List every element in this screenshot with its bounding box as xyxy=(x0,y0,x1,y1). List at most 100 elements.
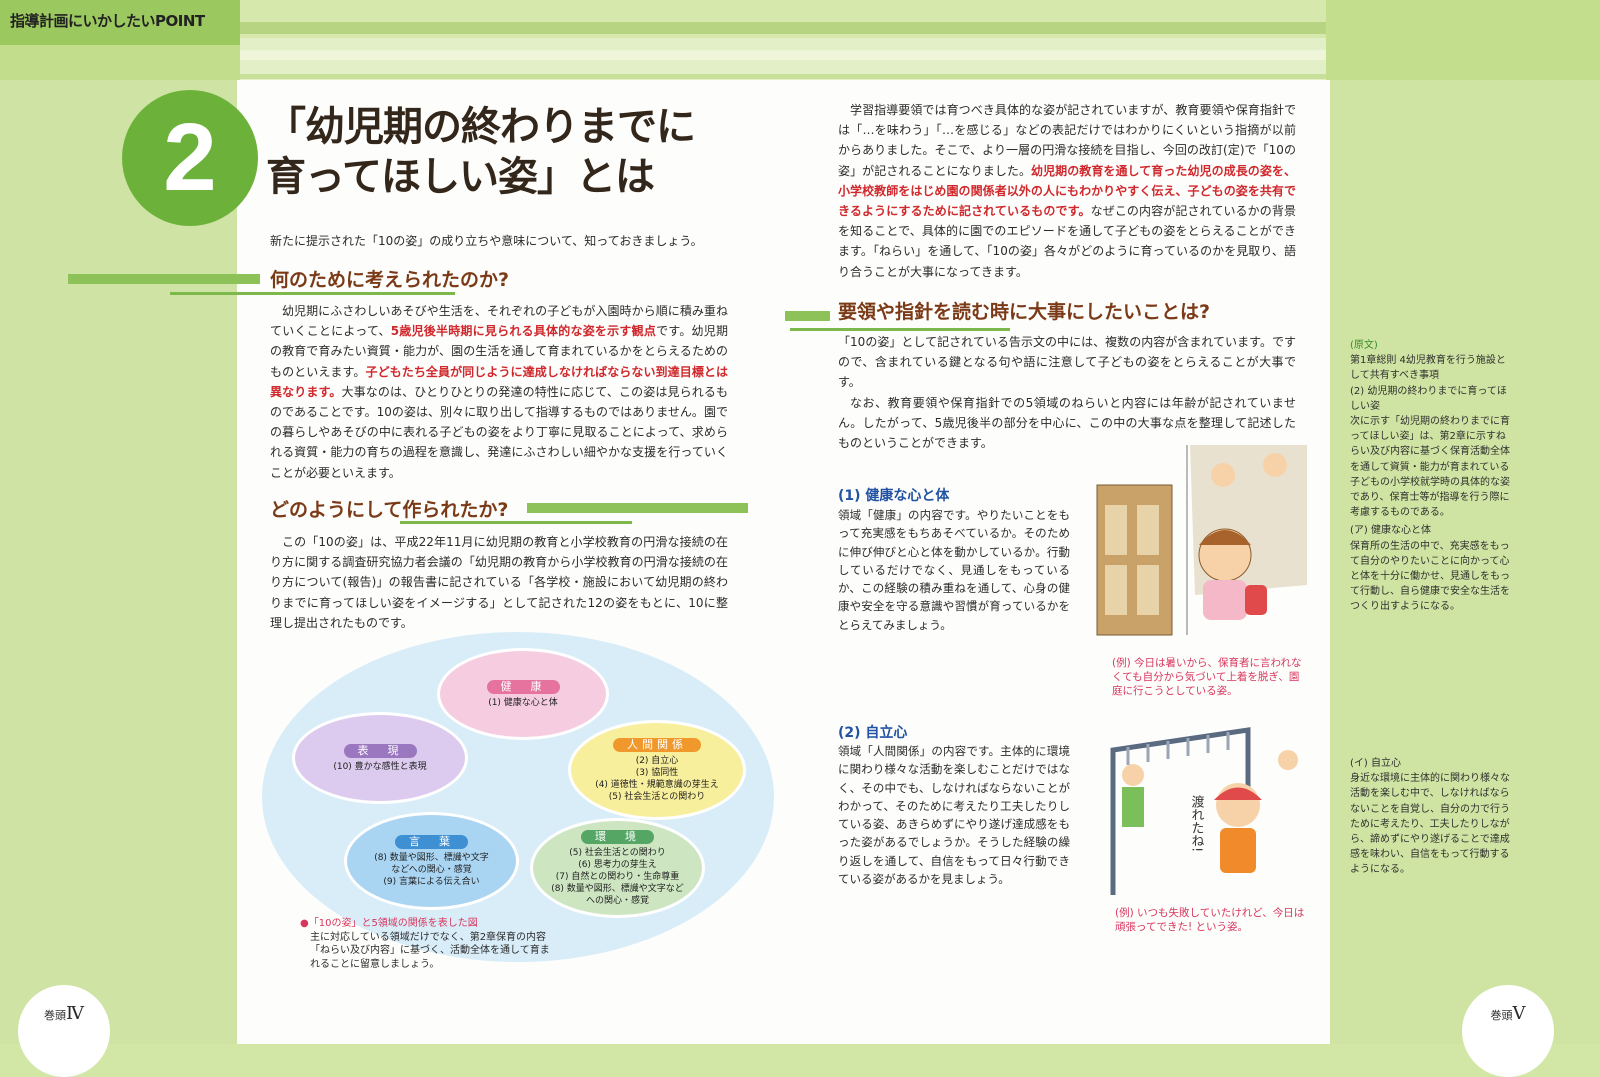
jacket xyxy=(1245,585,1267,615)
header-tab xyxy=(0,0,240,45)
page-prefix: 巻頭 xyxy=(44,1009,66,1022)
child-shirt xyxy=(1220,828,1256,873)
sidebar-b-body: 身近な環境に主体的に関わり様々な活動を楽しむ中で、しなければならないことを自覚し… xyxy=(1350,773,1510,876)
section-heading-reading: 要領や指針を読む時に大事にしたいことは? xyxy=(838,301,1211,323)
item2-heading: (2) 自立心 xyxy=(838,725,908,741)
child-figure xyxy=(1278,750,1298,770)
domain-ellipse: 表 現 (10) 豊かな感性と表現 xyxy=(292,712,468,804)
diagram-caption-body: 主に対応している領域だけでなく、第2章保育の内容「ねらい及び内容」に基づく、活動… xyxy=(310,931,550,970)
domain-item: (4) 道徳性・規範意識の芽生え xyxy=(595,779,719,790)
heading-underline xyxy=(400,521,632,524)
sidebar-block2: (2) 幼児期の終わりまでに育ってほしい姿 xyxy=(1350,385,1507,412)
child-figure xyxy=(1211,463,1235,487)
domain-label: 健 康 xyxy=(486,679,560,694)
reading-p2: なお、教育要領や保育指針での5領域のねらいと内容には年齢が記されていません。した… xyxy=(838,395,1296,451)
domain-label: 表 現 xyxy=(343,743,417,758)
child-figure xyxy=(1122,764,1144,786)
item1-heading: (1) 健康な心と体 xyxy=(838,488,950,504)
domain-item: (5) 社会生活との関わり xyxy=(608,791,706,802)
title-line-2: 育ってほしい姿」とは xyxy=(266,154,655,200)
intro-text: 新たに提示された「10の姿」の成り立ちや意味について、知っておきましょう。 xyxy=(270,234,703,248)
cubby xyxy=(1105,565,1127,615)
domain-item: (9) 言葉による伝え合い xyxy=(383,876,480,887)
domain-item: (6) 思考力の芽生え xyxy=(578,859,657,870)
emphasis-text: 幼児期の教育を通して育った幼児の成長の姿を、小学校教師をはじめ園の関係者以外の人… xyxy=(838,163,1296,219)
item1-example-caption: (例) 今日は暑いから、保育者に言われなくても自分から気づいて上着を脱ぎ、園庭に… xyxy=(1112,657,1302,697)
body-text: 幼児期にふさわしいあそびや生活を、それぞれの子どもが入園時から順に積み重ねていく… xyxy=(270,304,728,339)
reading-p1: 「10の姿」として記されている告示文の中には、複数の内容が含まれています。ですの… xyxy=(838,335,1296,390)
heading-bar xyxy=(785,311,830,321)
sidebar-b-title: (イ) 自立心 xyxy=(1350,758,1401,769)
sidebar-original-text: (原文) 第1章総則 4幼児教育を行う施設として共有すべき事項 (2) 幼児期の… xyxy=(1350,338,1510,615)
section-heading-origin: どのようにして作られたか? xyxy=(270,499,509,521)
page-title: 「幼児期の終わりまでに 育ってほしい姿」とは xyxy=(266,102,696,202)
item2-body: 領域「人間関係」の内容です。主体的に環境に関わり様々な活動を楽しむことだけではな… xyxy=(838,744,1070,887)
domain-item: (3) 協同性 xyxy=(635,767,679,778)
diagram-caption: ●「10の姿」と5領域の関係を表した図 主に対応している領域だけでなく、第2章保… xyxy=(300,917,555,971)
section-purpose-body: 幼児期にふさわしいあそびや生活を、それぞれの子どもが入園時から順に積み重ねていく… xyxy=(270,301,728,483)
heading-bar xyxy=(527,503,748,513)
child-shirt xyxy=(1122,787,1144,827)
domain-item: (7) 自然との関わり・生命尊重 xyxy=(555,871,680,882)
right-sidebar-bg xyxy=(1330,0,1600,1044)
domain-item: (8) 数量や図形、標識や文字など xyxy=(551,883,684,894)
child-shirt xyxy=(1203,580,1247,620)
monkey-bars-rungs xyxy=(1126,732,1230,765)
title-line-1: 「幼児期の終わりまでに xyxy=(266,104,696,150)
child-figure xyxy=(1263,453,1287,477)
header-right-block xyxy=(1326,0,1600,80)
sidebar-block3: 次に示す「幼児期の終わりまでに育ってほしい姿」は、第2章に示すねらい及び内容に基… xyxy=(1350,416,1510,519)
domain-label: 言 葉 xyxy=(395,834,468,849)
emphasis-text: 5歳児後半時期に見られる具体的な姿を示す観点 xyxy=(390,324,657,339)
sidebar-label: (原文) xyxy=(1350,340,1378,351)
cubby xyxy=(1137,505,1159,555)
header-tab-lower xyxy=(0,45,240,80)
domain-ellipse: 環 境 (5) 社会生活との関わり(6) 思考力の芽生え(7) 自然との関わり・生… xyxy=(530,818,705,918)
sidebar-original-text-2: (イ) 自立心 身近な環境に主体的に関わり様々な活動を楽しむ中で、しなければなら… xyxy=(1350,756,1510,878)
sidebar-block1: 第1章総則 4幼児教育を行う施設として共有すべき事項 xyxy=(1350,355,1506,382)
cubby xyxy=(1105,505,1127,555)
section-origin-body: この「10の姿」は、平成22年11月に幼児期の教育と小学校教育の円滑な接続の在り… xyxy=(270,532,728,633)
heading-bar xyxy=(68,274,260,284)
domain-item: (5) 社会生活との関わり xyxy=(569,847,666,858)
item2-example-caption: (例) いつも失敗していたけれど、今日は頑張ってできた! という姿。 xyxy=(1115,907,1305,933)
child-monkey-bars-illustration: 渡れたね! xyxy=(1110,727,1298,895)
section-number-badge: 2 xyxy=(122,90,258,226)
page-number-right: 巻頭V xyxy=(1462,985,1554,1077)
header-stripe xyxy=(0,22,1600,34)
domain-item: (8) 数量や図形、標識や文字 xyxy=(374,852,489,863)
child-hair xyxy=(1199,530,1251,545)
section-label: 指導計画にいかしたいPOINT xyxy=(10,12,205,30)
emphasis-text: 子どもたち全員が同じように達成しなければならない到達目標とは異なります。 xyxy=(270,364,728,399)
right-intro-body: 学習指導要領では育つべき具体的な姿が記されていますが、教育要領や保育指針では「…… xyxy=(838,100,1296,282)
heading-underline xyxy=(790,328,1010,331)
domain-ellipse: 言 葉 (8) 数量や図形、標識や文字などへの関心・感覚(9) 言葉による伝え合い xyxy=(344,812,519,910)
domain-item: などへの関心・感覚 xyxy=(391,864,472,875)
diagram-caption-title: ●「10の姿」と5領域の関係を表した図 xyxy=(300,918,478,929)
domain-label: 人間関係 xyxy=(613,737,701,752)
item1-body: 領域「健康」の内容です。やりたいことをもって充実感をもちあそべているか。そのため… xyxy=(838,508,1070,632)
domain-label: 環 境 xyxy=(581,829,654,844)
body-text: です。幼児期の教育で育みたい資質・能力が、園の生活を通して育まれているかをとらえ… xyxy=(270,324,728,379)
sidebar-a-body: 保育所の生活の中で、充実感をもって自分のやりたいことに向かって心と体を十分に働か… xyxy=(1350,540,1510,613)
section-heading-purpose: 何のために考えられたのか? xyxy=(270,269,510,291)
domain-item: (2) 自立心 xyxy=(635,755,679,766)
body-text: なぜこの内容が記されているかの背景を知ることで、具体的に園でのエピソードを通して… xyxy=(838,204,1296,279)
domain-ellipse: 人間関係 (2) 自立心(3) 協同性(4) 道徳性・規範意識の芽生え(5) 社会… xyxy=(568,720,746,820)
page-numeral: Ⅳ xyxy=(66,1003,84,1024)
domain-item: (1) 健康な心と体 xyxy=(488,697,558,708)
header-stripe xyxy=(0,50,1600,60)
speech-text: 渡れたね! xyxy=(1189,794,1205,852)
domain-item: への関心・感覚 xyxy=(585,895,649,906)
page-number-left: 巻頭Ⅳ xyxy=(18,985,110,1077)
monkey-bars-frame xyxy=(1110,727,1251,895)
heading-underline xyxy=(170,292,455,295)
body-text: この「10の姿」は、平成22年11月に幼児期の教育と小学校教育の円滑な接続の在り… xyxy=(270,535,728,630)
domain-item: (10) 豊かな感性と表現 xyxy=(333,761,427,772)
domain-ellipse: 健 康 (1) 健康な心と体 xyxy=(437,648,609,740)
body-text: 学習指導要領では育つべき具体的な姿が記されていますが、教育要領や保育指針では「…… xyxy=(838,103,1296,178)
body-text: 大事なのは、ひとりひとりの発達の特性に応じて、この姿は見られるものであることです… xyxy=(270,384,728,480)
child-taking-off-jacket-illustration xyxy=(1096,445,1307,636)
child-hat xyxy=(1214,787,1262,800)
page-numeral: V xyxy=(1512,1003,1526,1024)
